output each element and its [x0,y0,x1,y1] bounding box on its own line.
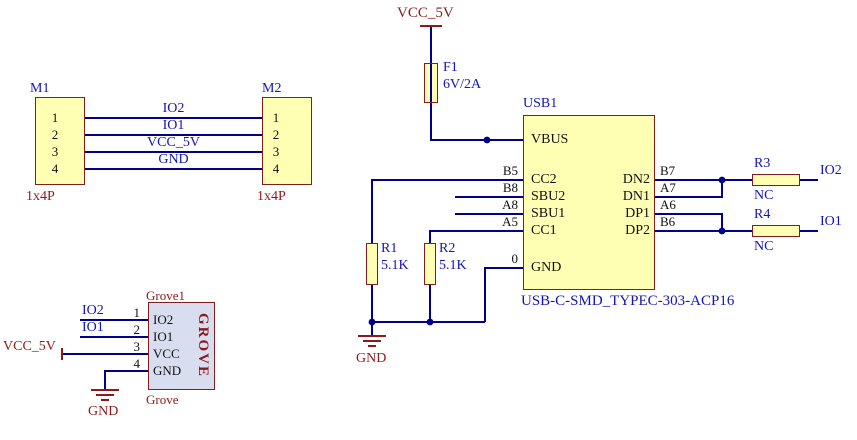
junction-dot [718,176,726,184]
usb-pin-name-dn2: DN2 [622,172,650,187]
m2-pin-number: 4 [272,161,280,176]
junction-dot [483,136,491,144]
usb-pin-name-sbu2: SBU2 [531,189,566,204]
usb-pad-label-a5: A5 [502,214,518,229]
wire-grove-gnd [104,370,148,390]
grove-side-label: GROVE [195,313,211,379]
wire-cc1 [429,230,523,322]
grove-connector-body [148,302,215,390]
grove-pin-number: 3 [133,339,141,354]
fuse-value: 6V/2A [443,77,482,92]
r3-value: NC [754,188,774,203]
net-label-io2: IO2 [162,101,185,116]
usb-pad-label-a6: A6 [660,197,676,212]
grove-part-name: Grove [146,392,179,407]
gnd-symbol-icon [91,389,119,401]
net-label-gnd: GND [158,152,189,167]
m1-designator: M1 [30,81,50,96]
net-label-out-io2: IO2 [820,163,842,178]
usb-part-number: USB-C-SMD_TYPEC-303-ACP16 [521,293,735,309]
r2-value: 5.1K [439,258,467,273]
grove-pin-name: VCC [153,346,180,361]
m2-pin-number: 2 [272,127,280,142]
gnd-flag-usb-label: GND [356,351,387,366]
usb-designator: USB1 [523,96,558,111]
m2-pin-number: 1 [272,110,280,125]
usb-pad-label-a7: A7 [660,180,676,195]
fuse-element-line [430,64,432,102]
grove-pin-name: IO2 [153,312,174,327]
fuse-body [424,63,438,103]
m1-pin-number: 3 [51,144,59,159]
usb-pad-label-b6: B6 [660,214,676,229]
grove-pin-number: 2 [133,322,141,337]
usb-pin-name-cc1: CC1 [531,223,557,238]
grove-designator: Grove1 [146,288,185,303]
r3-designator: R3 [754,156,771,171]
usb-pin-name-sbu1: SBU1 [531,206,566,221]
usb-pin-name-cc2: CC2 [531,172,557,187]
grove-pin-name: GND [153,363,182,378]
gnd-flag-grove-label: GND [88,404,119,419]
usb-c-body [523,115,655,290]
usb-pad-label-a8: A8 [502,197,518,212]
vcc-flag-usb-label: VCC_5V [397,5,454,21]
gnd-symbol-icon [358,335,386,347]
usb-pin-name-dn1: DN1 [622,189,650,204]
wire-dp1 [655,213,723,231]
usb-pad-label-0: 0 [511,251,519,266]
usb-pin-name-dp1: DP1 [625,206,650,221]
usb-pad-label-b8: B8 [502,180,518,195]
usb-pin-name-gnd: GND [531,260,562,275]
net-label-vcc: VCC_5V [147,135,200,150]
junction-dot [368,318,376,326]
usb-pad-label-b7: B7 [660,163,676,178]
usb-pad-label-b5: B5 [502,163,518,178]
m1-package-label: 1x4P [26,189,55,204]
grove-pin-name: IO1 [153,329,174,344]
usb-pin-name-dp2: DP2 [625,223,650,238]
m1-pin-number: 2 [51,127,59,142]
r2-designator: R2 [439,241,456,256]
vcc-flag-grove-label: VCC_5V [3,339,56,354]
junction-dot [718,227,726,235]
wire-usb-gnd [484,267,523,322]
resistor-r2-body [424,243,436,285]
m2-package-label: 1x4P [257,189,286,204]
net-label-out-io1: IO1 [820,214,842,229]
r1-value: 5.1K [381,258,409,273]
wire-dn1 [655,180,723,198]
fuse-designator: F1 [443,60,458,75]
resistor-r3-body [752,174,800,186]
grove-pin-number: 4 [133,356,141,371]
r1-designator: R1 [381,241,398,256]
resistor-r1-body [366,243,378,285]
net-label-grove-io1: IO1 [82,320,104,335]
m2-pin-number: 3 [272,144,280,159]
net-label-grove-io2: IO2 [82,303,104,318]
usb-pin-name-vbus: VBUS [531,132,569,147]
m1-pin-number: 1 [51,110,59,125]
resistor-r4-body [752,225,800,237]
m2-connector-body [262,97,312,185]
r4-value: NC [754,239,774,254]
junction-dot [426,318,434,326]
m1-pin-number: 4 [51,161,59,176]
net-label-io1: IO1 [162,118,185,133]
m1-connector-body [35,97,85,185]
grove-pin-number: 1 [133,305,141,320]
m2-designator: M2 [262,81,282,96]
r4-designator: R4 [754,207,771,222]
